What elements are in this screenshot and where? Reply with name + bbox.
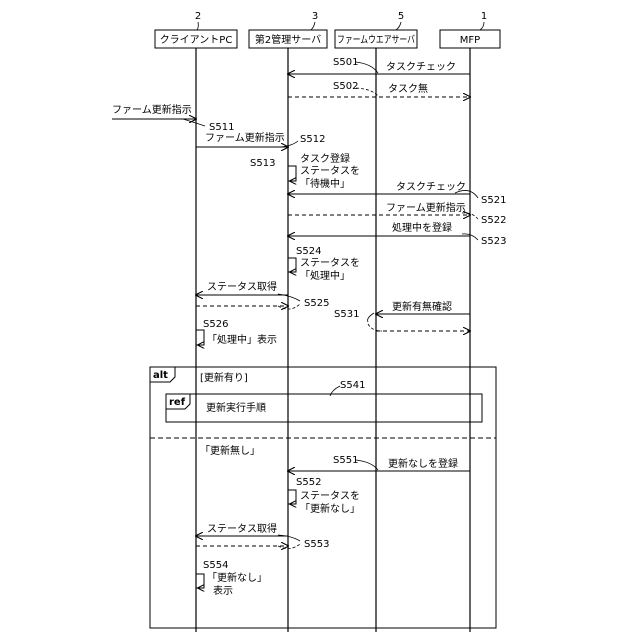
step-s511: S511 [209, 122, 234, 133]
step-s524: S524 [296, 246, 321, 257]
message-label-s551: 更新なしを登録 [388, 457, 458, 470]
step-s531: S531 [334, 309, 359, 320]
participant-name-firmware: ファームウエアサーバ [337, 34, 415, 46]
leader-s502 [356, 88, 378, 96]
leader-s511 [183, 119, 205, 126]
number-leader-client [197, 22, 198, 30]
step-s553: S553 [304, 539, 329, 550]
note-s552-line2: 「更新なし」 [300, 502, 360, 515]
step-s551: S551 [333, 455, 358, 466]
note-s554-line2: 表示 [213, 584, 233, 597]
number-leader-firmware [396, 22, 401, 30]
step-s501: S501 [333, 57, 358, 68]
participant-number-firmware: 5 [398, 11, 404, 22]
participant-name-mfp: MFP [460, 35, 480, 46]
leader-s501 [356, 62, 378, 73]
alt-guard-no-update: 「更新無し」 [200, 444, 260, 457]
note-s513-line2: ステータスを [300, 165, 360, 177]
note-s513-line3: 「待機中」 [300, 177, 350, 190]
step-s541: S541 [340, 380, 365, 391]
note-s513-line1: タスク登録 [300, 152, 350, 165]
note-s552-line1: ステータスを [300, 490, 360, 502]
message-label-s501: タスクチェック [386, 61, 456, 73]
message-label-s553: ステータス取得 [207, 523, 277, 535]
message-label-s522: ファーム更新指示 [386, 201, 466, 214]
self-activity-s513 [288, 166, 296, 181]
step-s522: S522 [481, 215, 506, 226]
step-s526: S526 [203, 319, 228, 330]
message-label-s525: ステータス取得 [207, 281, 277, 293]
message-label-external-update: ファーム更新指示 [112, 103, 192, 116]
ref-frame-text: 更新実行手順 [206, 401, 266, 414]
self-activity-s524 [288, 258, 296, 272]
step-s525: S525 [304, 298, 329, 309]
participant-name-client: クライアントPC [160, 34, 233, 46]
step-s512: S512 [300, 134, 325, 145]
message-label-s512: ファーム更新指示 [205, 131, 285, 144]
leader-s531-dashed [368, 324, 382, 331]
alt-guard-update-available: [更新有り] [200, 371, 248, 384]
step-s521: S521 [481, 195, 506, 206]
message-label-s521: タスクチェック [396, 181, 466, 193]
self-activity-s552 [288, 490, 296, 504]
number-leader-mfp [480, 22, 484, 30]
step-s523: S523 [481, 236, 506, 247]
step-s554: S554 [203, 560, 228, 571]
leader-s531 [368, 313, 374, 322]
ref-frame-tag: ref [169, 397, 186, 408]
leader-s551 [356, 460, 378, 470]
message-label-s502: タスク無 [388, 82, 428, 95]
participant-number-client: 2 [195, 11, 201, 22]
participant-name-mgmt: 第2管理サーバ [255, 33, 321, 46]
step-s552: S552 [296, 477, 321, 488]
number-leader-mgmt [311, 22, 315, 30]
participant-number-mfp: 1 [481, 11, 487, 22]
participant-number-mgmt: 3 [312, 11, 318, 22]
self-activity-s526 [196, 330, 204, 345]
step-s513: S513 [250, 158, 275, 169]
alt-frame-tag: alt [153, 370, 168, 381]
note-s524-line2: 「処理中」 [300, 269, 350, 282]
step-s502: S502 [333, 81, 358, 92]
self-activity-s554 [196, 574, 204, 588]
note-s526: 「処理中」表示 [207, 333, 277, 346]
message-label-s523: 処理中を登録 [392, 221, 452, 234]
message-label-s531: 更新有無確認 [392, 300, 452, 313]
note-s554-line1: 「更新なし」 [207, 571, 267, 584]
note-s524-line1: ステータスを [300, 257, 360, 269]
